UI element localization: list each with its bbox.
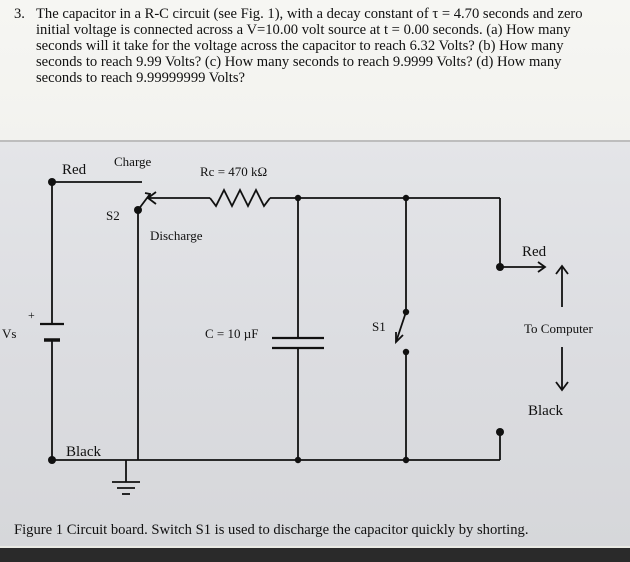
node-red-left [48, 178, 56, 186]
node-cap-top [294, 194, 302, 202]
circuit-figure: Red Charge Rc = 470 kΩ S2 Discharge C = … [0, 140, 630, 546]
problem-line: initial voltage is connected across a V=… [36, 22, 571, 38]
label-s1: S1 [372, 319, 386, 334]
label-plus: + [28, 308, 35, 322]
label-vs: Vs [2, 326, 17, 341]
problem-line: seconds to reach 9.99 Volts? (c) How man… [36, 54, 562, 70]
label-to-computer: To Computer [524, 321, 593, 336]
node-s1-contact [402, 348, 410, 356]
label-red-right: Red [522, 244, 547, 260]
label-black-right: Black [528, 403, 563, 419]
node-s1-top [402, 194, 410, 202]
problem-line: seconds to reach 9.99999999 Volts? [36, 70, 246, 86]
resistor-symbol [209, 187, 271, 209]
problem-line: The capacitor in a R-C circuit (see Fig.… [36, 6, 583, 22]
label-discharge: Discharge [150, 228, 203, 243]
node-black-left [48, 456, 56, 464]
node-s1-pivot [402, 308, 410, 316]
photo-edge [0, 548, 630, 562]
label-charge: Charge [114, 154, 152, 169]
label-capacitor: C = 10 µF [205, 326, 259, 341]
problem-3: 3. The capacitor in a R-C circuit (see F… [14, 6, 614, 86]
label-red-left: Red [62, 162, 87, 178]
node-red-right [496, 263, 504, 271]
problem-line: seconds will it take for the voltage acr… [36, 38, 564, 54]
node-s2 [134, 206, 142, 214]
node-black-right [496, 428, 504, 436]
label-s2: S2 [106, 208, 120, 223]
figure-caption: Figure 1 Circuit board. Switch S1 is use… [14, 522, 529, 538]
circuit-diagram [40, 178, 569, 495]
label-black-left: Black [66, 444, 101, 460]
switch-s1-arm [395, 311, 407, 343]
node-s1-bottom [402, 456, 410, 464]
node-cap-bottom [294, 456, 302, 464]
problem-text: The capacitor in a R-C circuit (see Fig.… [36, 6, 614, 86]
label-resistor: Rc = 470 kΩ [200, 164, 268, 179]
problem-number: 3. [14, 6, 25, 22]
